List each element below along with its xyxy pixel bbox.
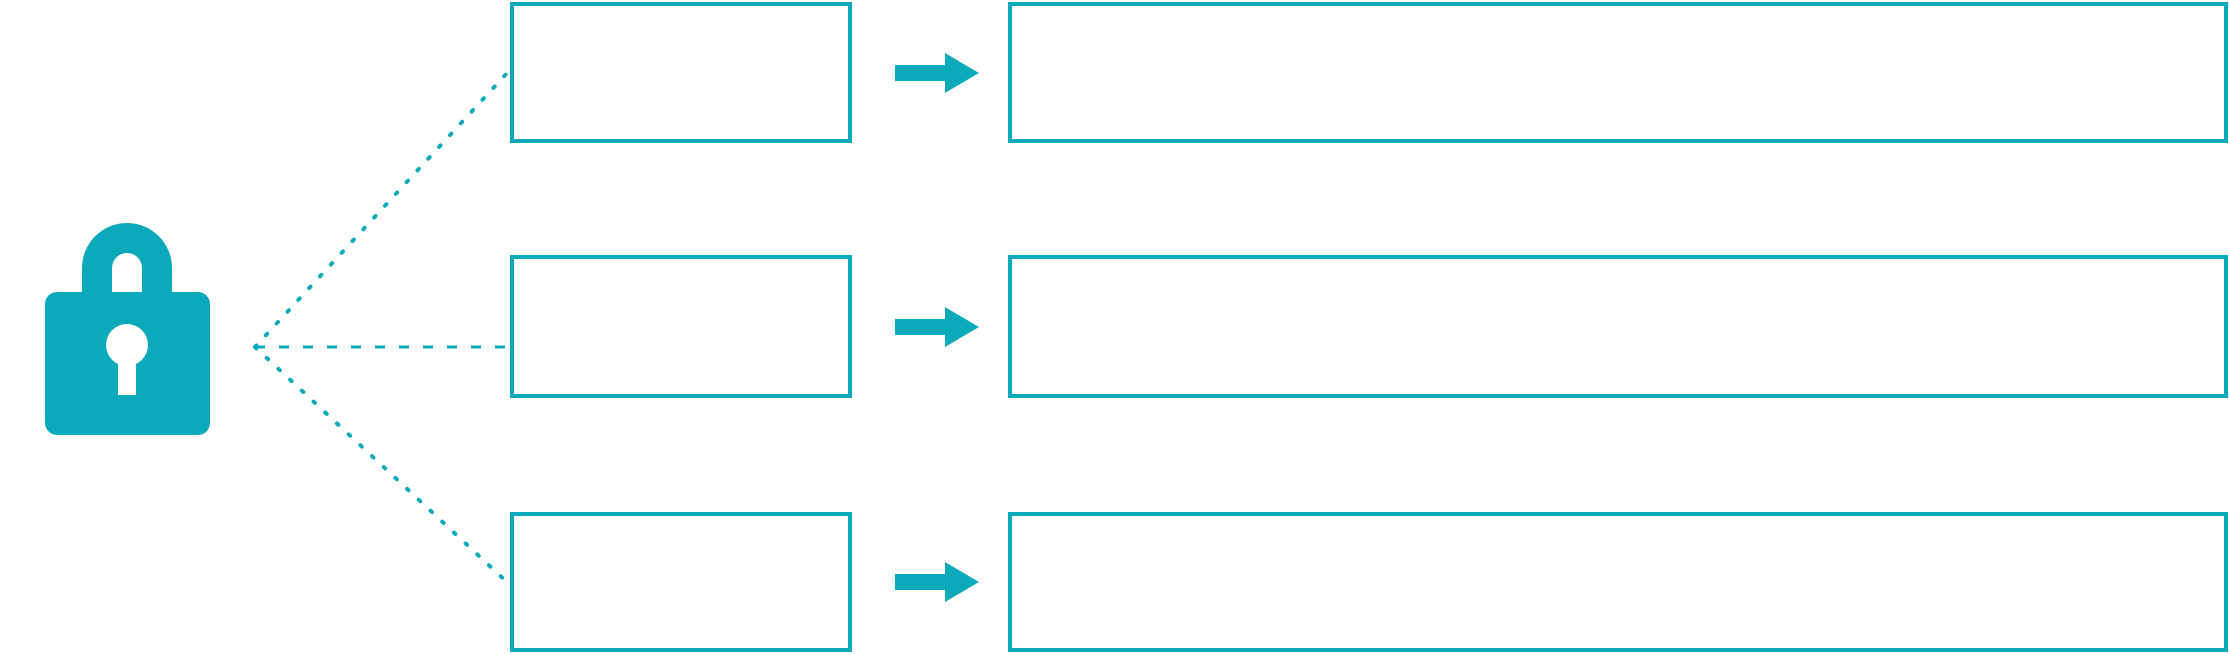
arrow-right-icon-2 — [895, 307, 979, 347]
lock-icon — [45, 223, 210, 435]
arrow-right-icon-3 — [895, 562, 979, 602]
category-box-3-label — [514, 516, 848, 536]
lock-keyhole-stem-icon — [118, 345, 136, 395]
category-box-2[interactable] — [510, 255, 852, 398]
detail-box-3[interactable] — [1008, 512, 2228, 652]
category-box-1[interactable] — [510, 2, 852, 143]
detail-box-3-label — [1012, 516, 2224, 536]
detail-box-1[interactable] — [1008, 2, 2228, 143]
category-box-3[interactable] — [510, 512, 852, 652]
arrow-right-icon-1 — [895, 53, 979, 93]
diagram-row — [0, 0, 2229, 147]
detail-box-2[interactable] — [1008, 255, 2228, 398]
lock-shackle-icon — [82, 223, 172, 306]
